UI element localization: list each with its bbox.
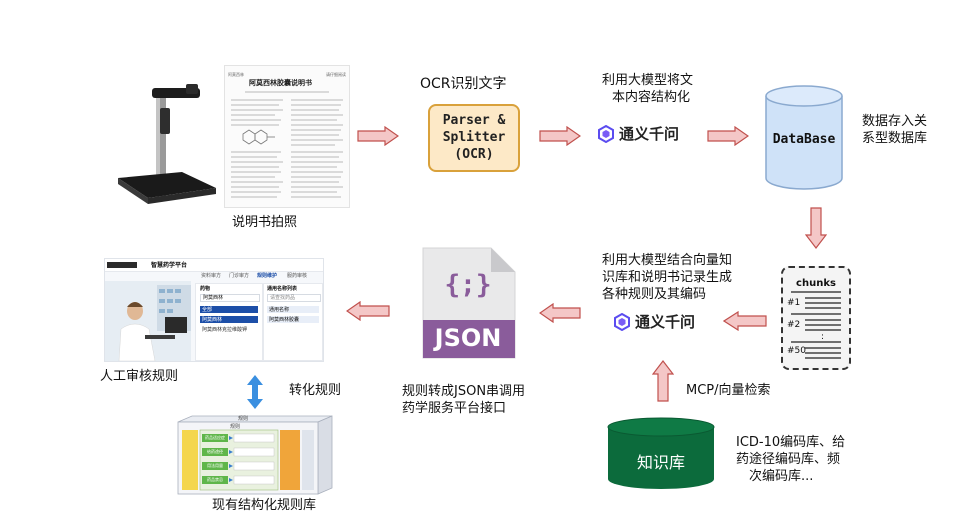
parser-line-1: Parser & (442, 113, 506, 128)
rule-box-inner-label: 规则 (230, 424, 241, 430)
parser-line-3: (OCR) (454, 147, 494, 162)
flow-arrow-kb-to-llm (652, 360, 674, 402)
convert-rules-label: 转化规则 (289, 383, 342, 398)
db-label-1: 数据存入关 (862, 114, 928, 129)
ocr-label: OCR识别文字 (420, 76, 507, 92)
knowledge-base-name: 知识库 (636, 453, 685, 472)
left-item-2[interactable]: 阿莫西林 (200, 316, 258, 323)
chunk-50-label: #50 (787, 346, 806, 356)
rule-row-2: 给药途径 (207, 449, 223, 454)
leaflet-text-lines (231, 91, 343, 198)
mcp-label: MCP/向量检索 (686, 383, 771, 398)
kb-desc-1: ICD-10编码库、给 (736, 435, 846, 450)
db-label-2: 系型数据库 (862, 131, 928, 146)
json-symbol: {;} (444, 270, 492, 300)
flow-arrow-llm-to-json (539, 303, 581, 323)
database-name: DataBase (772, 132, 836, 147)
chunk-1-label: #1 (787, 298, 801, 308)
chunk-2-label: #2 (787, 320, 801, 330)
flow-arrow-json-to-platform (346, 301, 390, 321)
rule-row-1: 药品适应症 (205, 435, 225, 440)
platform-logo (107, 262, 137, 268)
flow-arrow-chunks-to-llm (723, 311, 767, 331)
leaflet-badge-right: 请仔细阅读 (326, 72, 346, 77)
json-text: JSON (434, 324, 502, 352)
database-cylinder: DataBase (764, 84, 844, 192)
knowledge-base-cylinder: 知识库 (607, 417, 715, 491)
leaflet-title: 阿莫西林胶囊说明书 (249, 79, 312, 87)
flow-arrow-llm-to-db (707, 126, 749, 146)
platform-header: 智慧药学平台 (105, 259, 323, 272)
rule-library-box: 规则 规则 药品适应症 给药途径 用法用量 药品禁忌 (172, 414, 344, 496)
llm-rules-label-3: 各种规则及其编码 (602, 287, 707, 302)
kb-desc-2: 药途径编码库、频 (736, 452, 841, 467)
llm-structure-label-2: 本内容结构化 (612, 90, 691, 105)
json-label-2: 药学服务平台接口 (402, 401, 507, 416)
flow-arrow-photo-to-ocr (357, 126, 399, 146)
platform-title: 智慧药学平台 (151, 262, 188, 269)
json-label-1: 规则转成JSON串调用 (402, 384, 526, 399)
llm-rules-label-1: 利用大模型结合向量知 (602, 253, 733, 268)
rule-box-frame (177, 415, 333, 495)
qwen-name-top: 通义千问 (619, 125, 680, 143)
flow-arrow-parser-to-llm (539, 126, 581, 146)
chunks-document: chunks #1 #2 : #50 (781, 266, 851, 370)
chunks-title: chunks (796, 278, 836, 289)
tab-3[interactable]: 规则维护 (257, 273, 278, 279)
document-scanner-image (112, 78, 220, 208)
right-panel-header: 通用名称列表 (267, 286, 298, 292)
tab-1[interactable]: 资料审方 (201, 273, 222, 279)
chunk-lines (791, 291, 841, 359)
json-file-icon: {;} JSON (419, 246, 517, 360)
right-search[interactable]: 请查找药品 (267, 294, 321, 302)
platform-tabs: 资料审方 门诊审方 规则维护 服药审核 (199, 271, 323, 281)
rule-box-top-label: 规则 (238, 416, 249, 422)
qwen-icon (614, 313, 630, 331)
left-panel-header: 药物 (200, 286, 211, 292)
left-item-1[interactable]: 全部 (200, 306, 258, 313)
llm-structure-label-1: 利用大模型将文 (602, 73, 694, 88)
right-item-2[interactable]: 阿莫西林胶囊 (267, 316, 319, 323)
kb-desc-3: 次编码库... (749, 469, 814, 484)
parser-line-2: Splitter (442, 130, 506, 145)
leaflet-badge-left: 阿莫西林 (228, 72, 244, 77)
photo-label: 说明书拍照 (232, 215, 298, 230)
rule-row-3: 用法用量 (207, 463, 223, 468)
qwen-icon (598, 125, 614, 143)
pharmacist-photo (105, 281, 191, 361)
llm-rules-label-2: 识库和说明书记录生成 (602, 270, 733, 285)
platform-right-panel: 通用名称列表 请查找药品 通用名称 阿莫西林胶囊 (263, 283, 323, 361)
rule-row-4: 药品禁忌 (207, 477, 223, 482)
parser-splitter-box: Parser & Splitter (OCR) (428, 104, 520, 172)
left-search[interactable]: 阿莫西林 (200, 294, 260, 302)
flow-arrow-db-to-chunks (805, 207, 827, 249)
platform-left-panel: 药物 阿莫西林 全部 阿莫西林 阿莫西林克拉维酸钾 (195, 283, 263, 361)
rule-library-label: 现有结构化规则库 (212, 498, 317, 513)
chunk-ellipsis: : (821, 332, 825, 342)
tab-2[interactable]: 门诊审方 (229, 273, 250, 279)
pharmacy-platform-screenshot: 智慧药学平台 资料审方 门诊审方 规则维护 服药审核 药物 阿莫西林 全部 阿莫… (104, 258, 324, 362)
qwen-name-middle: 通义千问 (635, 313, 696, 331)
bidirectional-arrow (246, 374, 264, 410)
instruction-leaflet-image: 阿莫西林 请仔细阅读 阿莫西林胶囊说明书 (224, 65, 350, 208)
left-item-3[interactable]: 阿莫西林克拉维酸钾 (202, 327, 248, 333)
human-review-label: 人工审核规则 (100, 369, 179, 384)
right-item-1[interactable]: 通用名称 (267, 306, 319, 313)
tab-4[interactable]: 服药审核 (287, 273, 308, 279)
